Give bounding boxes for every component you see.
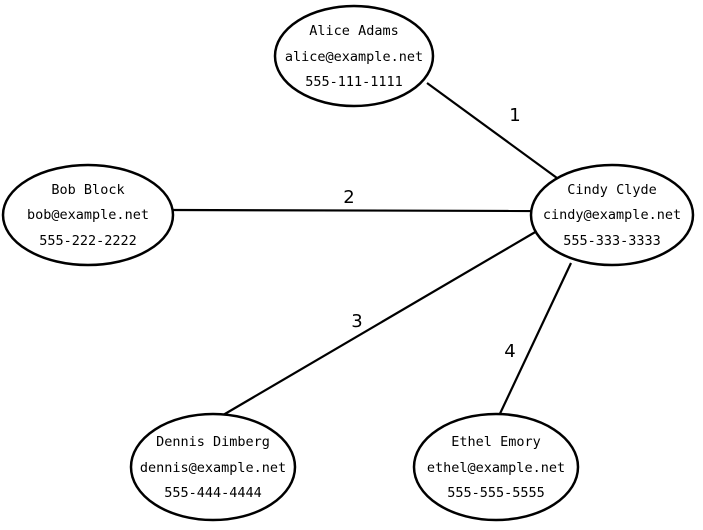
node-bob-email: bob@example.net <box>27 207 149 223</box>
node-cindy-phone: 555-333-3333 <box>563 233 661 249</box>
node-bob-phone: 555-222-2222 <box>39 233 137 249</box>
edge-2-label: 2 <box>343 187 354 208</box>
node-cindy-name: Cindy Clyde <box>567 182 656 198</box>
edge-labels: 1 2 3 4 <box>343 105 520 362</box>
node-ethel-ellipse <box>412 412 580 522</box>
node-ethel-phone: 555-555-5555 <box>447 485 545 501</box>
edge-1-line <box>426 82 558 179</box>
node-bob-ellipse <box>1 163 175 267</box>
node-alice-name: Alice Adams <box>309 23 398 39</box>
edge-4-line <box>496 262 572 421</box>
edges <box>171 82 572 421</box>
edge-4-label: 4 <box>504 341 515 362</box>
node-alice-ellipse <box>273 4 435 108</box>
edge-3-label: 3 <box>351 311 362 332</box>
node-dennis-name: Dennis Dimberg <box>156 434 270 450</box>
edge-1-label: 1 <box>509 105 520 126</box>
node-dennis-email: dennis@example.net <box>140 460 286 476</box>
node-cindy-email: cindy@example.net <box>543 207 681 223</box>
node-alice: Alice Adams alice@example.net 555-111-11… <box>273 4 435 108</box>
node-alice-email: alice@example.net <box>285 49 423 65</box>
node-ethel-name: Ethel Emory <box>451 434 540 450</box>
node-alice-phone: 555-111-1111 <box>305 74 403 90</box>
node-bob-name: Bob Block <box>51 182 124 198</box>
node-cindy: Cindy Clyde cindy@example.net 555-333-33… <box>529 163 695 267</box>
node-ethel-email: ethel@example.net <box>427 460 565 476</box>
node-ethel: Ethel Emory ethel@example.net 555-555-55… <box>412 412 580 522</box>
edge-2-line <box>171 208 532 213</box>
edge-3-line <box>217 230 538 419</box>
node-dennis-ellipse <box>129 412 297 522</box>
node-bob: Bob Block bob@example.net 555-222-2222 <box>1 163 175 267</box>
node-dennis: Dennis Dimberg dennis@example.net 555-44… <box>129 412 297 522</box>
node-dennis-phone: 555-444-4444 <box>164 485 262 501</box>
node-cindy-ellipse <box>529 163 695 267</box>
